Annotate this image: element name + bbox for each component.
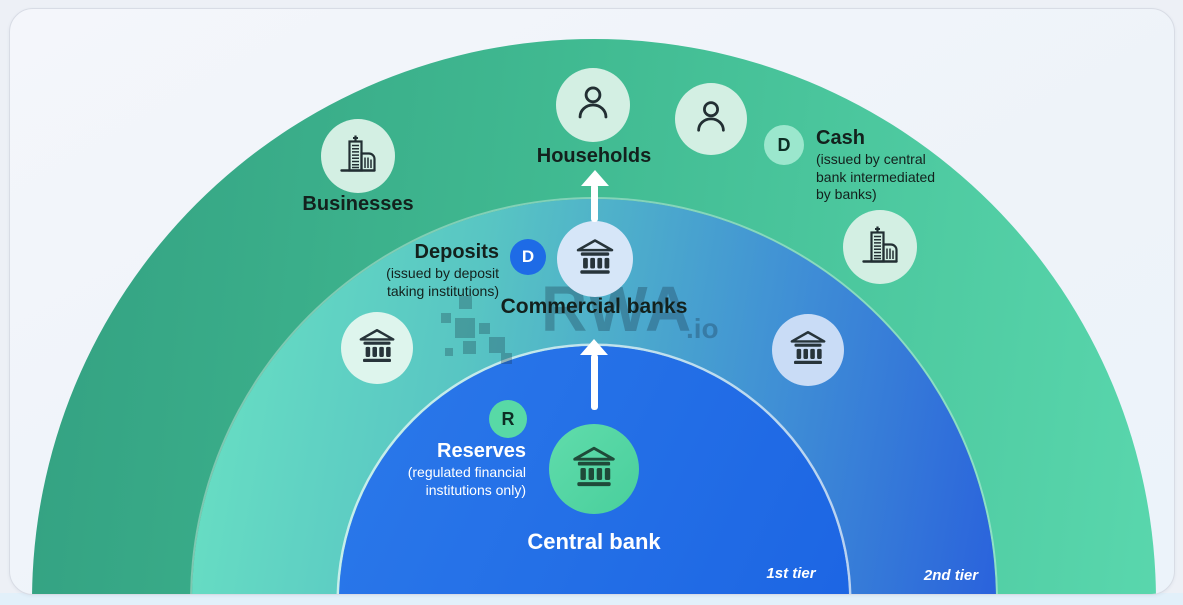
watermark-logo-pixel [445,348,453,356]
bank-bubble-left [341,312,413,384]
diagram-card: RWA .io Households Businesses D Cash (is… [9,8,1175,595]
reserves-note: (regulated financial institutions only) [407,464,526,498]
watermark-logo-pixel [459,296,472,309]
central-bank-bubble [549,424,639,514]
watermark-logo-pixel [479,323,490,334]
reserve-badge: R [489,400,527,438]
bank-icon [356,325,398,372]
watermark-logo-pixel [455,318,475,338]
central-bank-label: Central bank [527,529,661,554]
bank-bubble-right [772,314,844,386]
reserves-title: Reserves [437,440,526,462]
up-arrow-central-to-commercial-head [580,339,608,355]
second-tier-label: 2nd tier [923,567,979,584]
watermark-logo-pixel [463,341,476,354]
households-label: Households [536,145,652,167]
businesses-label: Businesses [302,193,414,215]
household-person-bubble [556,68,630,142]
watermark-logo-pixel [501,353,512,364]
watermark-domain-text: .io [686,313,719,344]
watermark-logo-pixel [489,337,505,353]
deposits-note: (issued by deposit taking institutions) [386,265,499,299]
businesses-bubble [321,119,395,193]
deposits-text-block: Deposits (issued by deposit taking insti… [339,241,499,300]
cash-building-bubble [843,210,917,284]
reserves-text-block: Reserves (regulated financial institutio… [366,440,526,499]
bank-icon [787,327,829,374]
person-icon [689,95,733,144]
cash-title: Cash [816,127,865,149]
deposit-badge: D [510,239,546,275]
household-person-bubble [675,83,747,155]
deposits-title: Deposits [414,241,499,263]
cash-badge: D [764,125,804,165]
up-arrow-central-to-commercial-shaft [591,354,598,410]
office-building-icon [856,221,904,274]
bank-icon [569,442,619,497]
commercial-bank-bubble [557,221,633,297]
bottom-strip [0,593,1183,605]
bank-icon [573,235,617,284]
up-arrow-commercial-to-households-head [581,170,609,186]
cash-note: (issued by central bank intermediated by… [816,151,936,202]
watermark-logo-pixel [441,313,451,323]
first-tier-label: 1st tier [766,565,816,582]
cash-text-block: Cash (issued by central bank intermediat… [816,127,935,204]
office-building-icon [334,130,382,183]
up-arrow-commercial-to-households-shaft [591,184,598,222]
person-icon [570,80,616,131]
commercial-banks-label: Commercial banks [500,295,688,318]
